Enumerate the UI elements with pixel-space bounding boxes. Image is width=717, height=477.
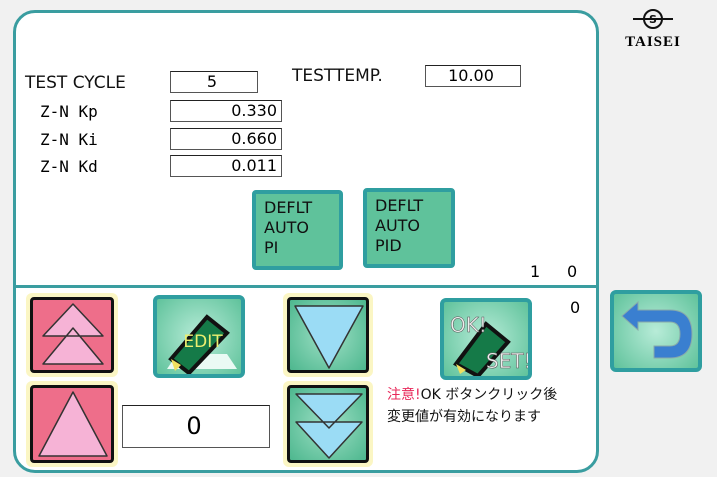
double-down-arrow-icon xyxy=(295,393,363,459)
deflt-auto-pid-button[interactable]: DEFLT AUTO PID xyxy=(363,188,455,268)
ok-set-button[interactable]: OK! SET! xyxy=(440,298,532,380)
button-line: PI xyxy=(264,238,279,257)
kd-label: Z-N Kd xyxy=(40,157,98,176)
button-line: AUTO xyxy=(264,218,310,237)
notice-text: 注意!OK ボタンクリック後 変更値が有効になります xyxy=(387,384,557,428)
ok-label: OK! xyxy=(450,313,487,337)
double-up-arrow-icon xyxy=(42,303,104,365)
logo-text: TAISEI xyxy=(625,34,681,50)
edit-label: EDIT xyxy=(183,332,223,352)
button-line: DEFLT xyxy=(375,196,424,215)
notice-line2: 変更値が有効になります xyxy=(387,409,541,425)
pencil-icon: OK! SET! xyxy=(450,313,532,379)
fast-up-button[interactable] xyxy=(26,293,118,377)
deflt-auto-pi-button[interactable]: DEFLT AUTO PI xyxy=(252,190,343,270)
divider xyxy=(13,285,599,288)
back-button[interactable] xyxy=(610,290,702,372)
button-line: AUTO xyxy=(375,216,421,235)
up-arrow-icon xyxy=(38,391,108,457)
indicator-a: 1 xyxy=(530,262,541,281)
notice-line1: OK ボタンクリック後 xyxy=(420,387,558,403)
set-label: SET! xyxy=(486,349,528,373)
kp-label: Z-N Kp xyxy=(40,102,98,121)
down-button[interactable] xyxy=(283,293,373,377)
edit-button[interactable]: EDIT xyxy=(153,295,245,378)
kp-field[interactable]: 0.330 xyxy=(170,100,282,122)
test-temp-field[interactable]: 10.00 xyxy=(425,65,521,87)
indicator-b: 0 xyxy=(567,262,578,281)
ki-field[interactable]: 0.660 xyxy=(170,128,282,150)
step-value-field[interactable]: 0 xyxy=(122,405,270,448)
kd-field[interactable]: 0.011 xyxy=(170,155,282,177)
pencil-icon: EDIT xyxy=(167,314,237,376)
logo-emblem-icon: S xyxy=(633,9,673,29)
test-cycle-field[interactable]: 5 xyxy=(170,71,258,93)
fast-down-button[interactable] xyxy=(283,381,373,467)
return-arrow-icon xyxy=(621,300,693,359)
test-cycle-label: TEST CYCLE xyxy=(25,73,126,93)
up-button[interactable] xyxy=(26,381,118,467)
button-line: PID xyxy=(375,236,402,255)
button-line: DEFLT xyxy=(264,198,313,217)
down-arrow-icon xyxy=(294,305,364,369)
indicator-c: 0 xyxy=(570,298,581,317)
svg-text:S: S xyxy=(649,13,657,26)
ki-label: Z-N Ki xyxy=(40,130,98,149)
test-temp-label: TESTTEMP. xyxy=(292,66,383,86)
notice-warning: 注意! xyxy=(387,387,421,403)
taisei-logo: S TAISEI xyxy=(612,8,694,51)
